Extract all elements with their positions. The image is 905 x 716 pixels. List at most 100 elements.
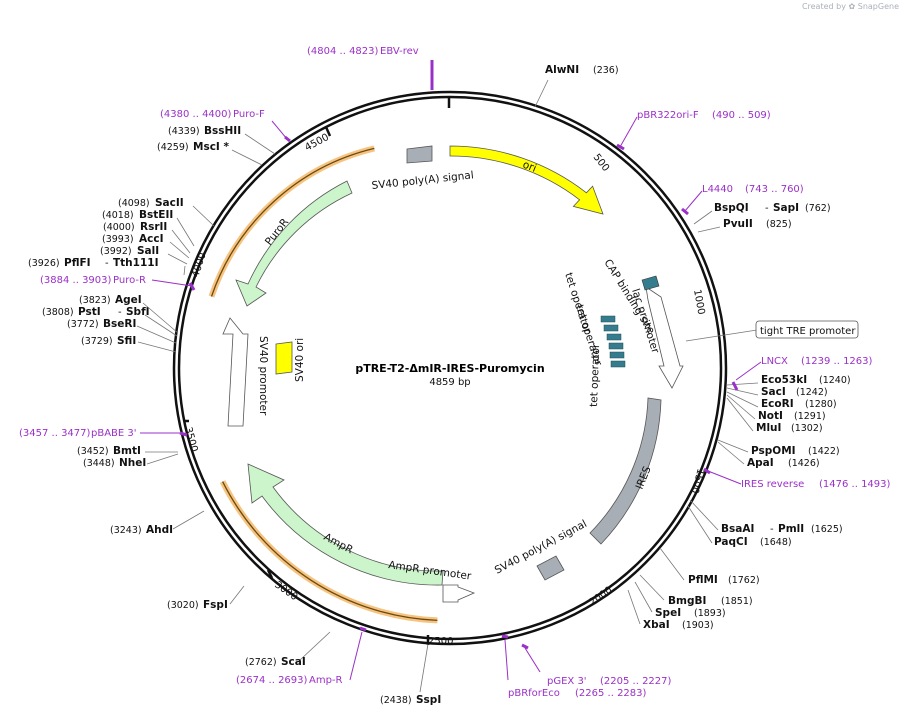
tick-label: 2500	[428, 636, 453, 647]
primer-name[interactable]: pBR322ori-F	[637, 110, 699, 121]
site-name[interactable]: MluI	[756, 422, 781, 434]
tet-operator-block[interactable]	[609, 351, 625, 359]
site-name[interactable]: SspI	[416, 694, 441, 706]
site-name[interactable]: SalI	[137, 245, 159, 257]
tet-operator-block[interactable]	[608, 342, 624, 350]
tight-tre-leader	[685, 329, 758, 342]
site-position: (3808)	[42, 307, 74, 318]
lac-promoter-feature[interactable]	[645, 286, 684, 389]
site-name[interactable]: BstEII	[139, 209, 173, 221]
primer-site-mark[interactable]	[616, 143, 625, 151]
site-name-2[interactable]: SapI	[773, 202, 799, 214]
primer-name[interactable]: pGEX 3'	[547, 676, 587, 687]
primer-name[interactable]: LNCX	[761, 356, 788, 367]
tick-label: 4500	[303, 132, 331, 154]
site-name[interactable]: BsaAI	[721, 523, 754, 535]
primer-site-mark[interactable]	[501, 634, 509, 639]
primer-range: (4380 .. 4400)	[160, 109, 232, 120]
primer-site-mark[interactable]	[179, 431, 188, 437]
site-name[interactable]: AgeI	[115, 294, 142, 306]
site-name[interactable]: BspQI	[714, 202, 749, 214]
primer-site-mark[interactable]	[521, 643, 529, 650]
site-name[interactable]: FspI	[203, 599, 228, 611]
primer-site-mark[interactable]	[731, 381, 739, 391]
primer-name[interactable]: Puro-R	[113, 275, 146, 286]
site-name[interactable]: PstI	[78, 306, 101, 318]
site-name[interactable]: XbaI	[643, 619, 670, 631]
site-name-2[interactable]: Tth111I	[113, 257, 158, 269]
site-name[interactable]: Eco53kI	[761, 374, 807, 386]
sv40-promoter-label: SV40 promoter	[257, 336, 269, 416]
site-position: (3448)	[83, 458, 115, 469]
primer-site-mark[interactable]	[284, 135, 291, 143]
site-name[interactable]: AccI	[139, 233, 163, 245]
site-name[interactable]: AhdI	[146, 524, 173, 536]
site-name[interactable]: BssHII	[204, 125, 241, 137]
sv40-polya-top-feature[interactable]	[406, 145, 433, 164]
site-name[interactable]: AlwNI	[545, 64, 579, 76]
site-name-2[interactable]: PmlI	[778, 523, 804, 535]
sv40-polya-bottom-feature[interactable]	[536, 555, 565, 581]
tick-label: 1500	[689, 467, 706, 494]
cap-binding-feature[interactable]	[641, 275, 660, 291]
tight-tre-box[interactable]	[755, 320, 859, 339]
primer-name[interactable]: pBRforEco	[508, 688, 560, 699]
site-name[interactable]: PflFI	[64, 257, 91, 269]
site-name[interactable]: ApaI	[747, 457, 774, 469]
site-name[interactable]: SfiI	[117, 335, 136, 347]
site-name[interactable]: SacI	[761, 386, 786, 398]
site-name[interactable]: PflMI	[688, 574, 718, 586]
site-name[interactable]: BmgBI	[668, 595, 706, 607]
tet-operator-block[interactable]	[606, 333, 622, 341]
site-name-2[interactable]: SbfI	[126, 306, 150, 318]
site-name[interactable]: NheI	[119, 457, 146, 469]
site-name[interactable]: PvuII	[723, 218, 753, 230]
ampr-promoter-feature[interactable]	[442, 584, 476, 603]
tet-operator-block[interactable]	[603, 324, 619, 332]
site-position: (4259)	[157, 142, 189, 153]
site-name[interactable]: RsrII	[140, 221, 167, 233]
tick-label: 1000	[691, 289, 706, 316]
tet-operator-block[interactable]	[600, 315, 616, 323]
site-position: (4339)	[168, 126, 200, 137]
site-name[interactable]: BseRI	[103, 318, 136, 330]
primer-site-mark[interactable]	[359, 626, 367, 632]
site-position: (1762)	[728, 575, 760, 586]
site-position: (4000)	[103, 222, 135, 233]
puror-feature[interactable]	[235, 180, 353, 307]
site-position: (4098)	[118, 198, 150, 209]
tet-operator-label-3: tet operator	[588, 343, 602, 407]
site-name[interactable]: SpeI	[655, 607, 681, 619]
primer-site-mark[interactable]	[188, 282, 196, 291]
primer-site-mark[interactable]	[681, 207, 689, 216]
primer-site-mark[interactable]	[703, 467, 711, 475]
site-position: (3926)	[28, 258, 60, 269]
site-name[interactable]: PspOMI	[751, 445, 796, 457]
sv40-ori-feature[interactable]	[275, 341, 293, 375]
site-leader	[299, 631, 331, 661]
primer-name[interactable]: EBV-rev	[380, 46, 419, 57]
plasmid-length: 4859 bp	[429, 377, 470, 388]
primer-name[interactable]: L4440	[702, 184, 733, 195]
ampr-feature[interactable]	[247, 463, 444, 586]
site-separator: -	[105, 258, 109, 269]
site-name[interactable]: SacII	[155, 197, 184, 209]
ires-feature[interactable]	[589, 397, 662, 545]
site-name[interactable]: BmtI	[113, 445, 141, 457]
site-name[interactable]: PaqCI	[714, 536, 748, 548]
tet-operator-block[interactable]	[610, 360, 626, 368]
primer-name[interactable]: Puro-F	[233, 109, 265, 120]
site-name[interactable]: EcoRI	[761, 398, 794, 410]
site-name[interactable]: ScaI	[281, 656, 306, 668]
site-leader	[176, 217, 195, 247]
site-leader	[534, 79, 549, 108]
sv40-promoter-feature[interactable]	[222, 317, 249, 427]
site-name[interactable]: NotI	[758, 410, 783, 422]
primer-name[interactable]: IRES reverse	[741, 479, 804, 490]
snapgene-credit: Created by ✿ SnapGene	[802, 2, 899, 11]
site-name[interactable]: MscI *	[193, 141, 229, 153]
ori-feature[interactable]	[449, 145, 604, 215]
primer-name[interactable]: pBABE 3'	[91, 428, 137, 439]
primer-name[interactable]: Amp-R	[309, 675, 343, 686]
